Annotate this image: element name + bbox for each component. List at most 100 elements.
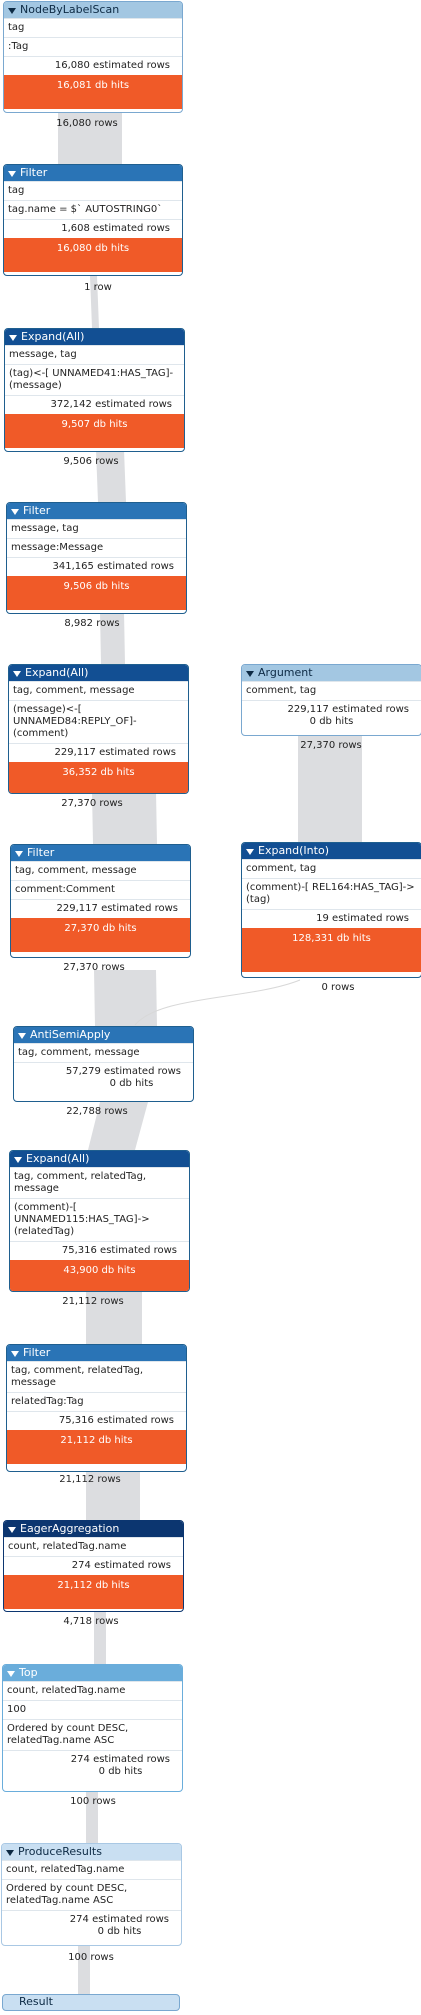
operator-details: :Tag <box>4 37 182 56</box>
operator-identifiers: comment, tag <box>242 859 421 878</box>
operator-header[interactable]: Expand(All) <box>9 665 188 681</box>
operator-filter[interactable]: Filter message, tag message:Message 341,… <box>6 502 187 614</box>
estimated-rows: 229,117 estimated rows <box>242 700 421 716</box>
operator-header[interactable]: Filter <box>4 165 182 181</box>
db-hits: 16,081 db hits <box>4 75 182 109</box>
collapse-triangle-icon[interactable] <box>7 1670 15 1677</box>
operator-top[interactable]: Top count, relatedTag.name 100 Ordered b… <box>2 1664 183 1792</box>
flow-band <box>86 1790 98 1843</box>
operator-details: relatedTag:Tag <box>7 1392 186 1411</box>
operator-anti-semi-apply[interactable]: AntiSemiApply tag, comment, message 57,2… <box>13 1026 194 1102</box>
collapse-triangle-icon[interactable] <box>11 508 19 515</box>
operator-details: (tag)<-[ UNNAMED41:HAS_TAG]-(message) <box>5 364 184 395</box>
flow-connector <box>134 979 301 1026</box>
operator-argument[interactable]: Argument comment, tag 229,117 estimated … <box>241 664 421 736</box>
operator-expand-into[interactable]: Expand(Into) comment, tag (comment)-[ RE… <box>241 842 421 978</box>
db-hits: 128,331 db hits <box>242 928 421 972</box>
row-count-label: 21,112 rows <box>59 1474 121 1485</box>
operator-eager-aggregation[interactable]: EagerAggregation count, relatedTag.name … <box>3 1520 184 1612</box>
operator-header[interactable]: Expand(All) <box>5 329 184 345</box>
operator-identifiers: message, tag <box>5 345 184 364</box>
operator-header[interactable]: Expand(All) <box>10 1151 189 1167</box>
operator-header[interactable]: AntiSemiApply <box>14 1027 193 1043</box>
collapse-triangle-icon[interactable] <box>18 1032 26 1039</box>
collapse-triangle-icon[interactable] <box>9 334 17 341</box>
operator-identifiers: count, relatedTag.name <box>4 1537 183 1556</box>
flow-band <box>58 112 122 164</box>
operator-node-by-label-scan[interactable]: NodeByLabelScan tag :Tag 16,080 estimate… <box>3 1 183 113</box>
operator-filter[interactable]: Filter tag tag.name = $` AUTOSTRING0` 1,… <box>3 164 183 276</box>
estimated-rows: 16,080 estimated rows <box>4 56 182 75</box>
db-hits: 0 db hits <box>309 716 354 727</box>
operator-title: ProduceResults <box>18 1845 102 1858</box>
flow-band <box>96 450 126 502</box>
operator-details: (comment)-[ REL164:HAS_TAG]->(tag) <box>242 878 421 909</box>
operator-title: Filter <box>27 846 55 859</box>
operator-title: NodeByLabelScan <box>20 3 120 16</box>
operator-order: Ordered by count DESC, relatedTag.name A… <box>2 1879 181 1910</box>
estimated-rows: 229,117 estimated rows <box>11 899 190 918</box>
collapse-triangle-icon[interactable] <box>15 850 23 857</box>
operator-title: Filter <box>20 166 48 179</box>
operator-title: Filter <box>23 504 51 517</box>
row-count-label: 100 rows <box>68 1952 114 1963</box>
collapse-triangle-icon[interactable] <box>8 7 16 14</box>
flow-band <box>94 970 157 1026</box>
operator-expand-all[interactable]: Expand(All) tag, comment, message (messa… <box>8 664 189 794</box>
operator-produce-results[interactable]: ProduceResults count, relatedTag.name Or… <box>1 1843 182 1946</box>
result-label: Result <box>19 1995 53 2008</box>
operator-header[interactable]: Expand(Into) <box>242 843 421 859</box>
operator-details: comment:Comment <box>11 880 190 899</box>
row-count-label: 9,506 rows <box>63 456 119 467</box>
collapse-triangle-icon[interactable] <box>8 1526 16 1533</box>
collapse-triangle-icon[interactable] <box>246 670 254 677</box>
operator-title: Argument <box>258 666 313 679</box>
estimated-rows: 341,165 estimated rows <box>7 557 186 576</box>
operator-header[interactable]: Filter <box>11 845 190 861</box>
operator-title: Filter <box>23 1346 51 1359</box>
operator-title: Expand(Into) <box>258 844 329 857</box>
row-count-label: 27,370 rows <box>61 798 123 809</box>
collapse-triangle-icon[interactable] <box>13 670 21 677</box>
db-hits: 21,112 db hits <box>7 1430 186 1464</box>
estimated-rows: 229,117 estimated rows <box>9 743 188 762</box>
db-hits: 21,112 db hits <box>4 1575 183 1609</box>
row-count-label: 0 rows <box>321 982 355 993</box>
operator-details: message:Message <box>7 538 186 557</box>
result-node[interactable]: Result <box>2 1994 180 2011</box>
operator-details: tag.name = $` AUTOSTRING0` <box>4 200 182 219</box>
collapse-triangle-icon[interactable] <box>11 1350 19 1357</box>
row-count-label: 1 row <box>84 282 112 293</box>
operator-filter[interactable]: Filter tag, comment, relatedTag, message… <box>6 1344 187 1472</box>
flow-band <box>92 792 157 844</box>
collapse-triangle-icon[interactable] <box>6 1849 14 1856</box>
collapse-triangle-icon[interactable] <box>8 170 16 177</box>
estimated-rows: 75,316 estimated rows <box>10 1241 189 1260</box>
operator-header[interactable]: Filter <box>7 1345 186 1361</box>
operator-details: (comment)-[ UNNAMED115:HAS_TAG]->(relate… <box>10 1198 189 1241</box>
db-hits: 9,507 db hits <box>5 414 184 448</box>
operator-expand-all[interactable]: Expand(All) message, tag (tag)<-[ UNNAME… <box>4 328 185 452</box>
operator-title: Expand(All) <box>25 666 89 679</box>
estimated-rows: 19 estimated rows <box>242 909 421 928</box>
row-count-label: 100 rows <box>70 1796 116 1807</box>
flow-band <box>88 1102 148 1150</box>
operator-order: Ordered by count DESC, relatedTag.name A… <box>3 1719 182 1750</box>
operator-header[interactable]: EagerAggregation <box>4 1521 183 1537</box>
collapse-triangle-icon[interactable] <box>246 848 254 855</box>
operator-header[interactable]: Top <box>3 1665 182 1681</box>
operator-header[interactable]: Argument <box>242 665 421 681</box>
operator-header[interactable]: Filter <box>7 503 186 519</box>
db-hits: 0 db hits <box>109 1078 154 1089</box>
estimated-rows: 274 estimated rows <box>2 1910 181 1926</box>
collapse-triangle-icon[interactable] <box>14 1156 22 1163</box>
operator-identifiers: tag, comment, message <box>9 681 188 700</box>
operator-header[interactable]: NodeByLabelScan <box>4 2 182 18</box>
operator-filter[interactable]: Filter tag, comment, message comment:Com… <box>10 844 191 958</box>
row-count-label: 27,370 rows <box>300 740 362 751</box>
operator-expand-all[interactable]: Expand(All) tag, comment, relatedTag, me… <box>9 1150 190 1292</box>
operator-identifiers: count, relatedTag.name <box>2 1860 181 1879</box>
operator-details: (message)<-[ UNNAMED84:REPLY_OF]-(commen… <box>9 700 188 743</box>
operator-header[interactable]: ProduceResults <box>2 1844 181 1860</box>
